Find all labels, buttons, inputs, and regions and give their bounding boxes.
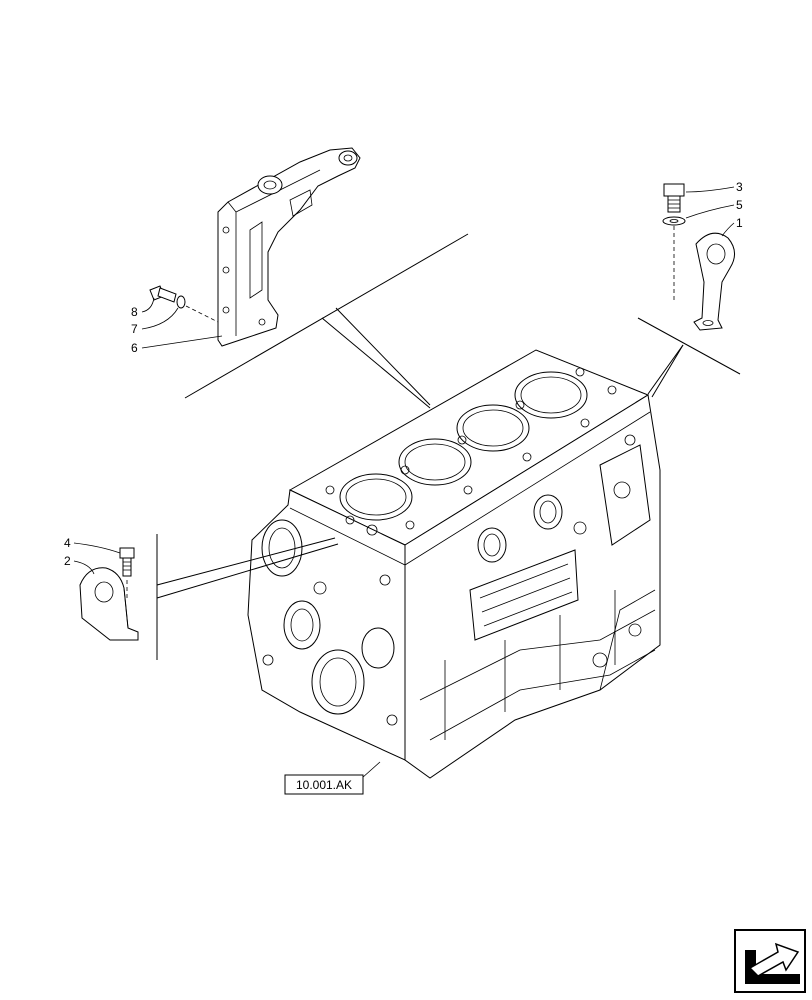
bolt-part-4: [119, 547, 135, 577]
callout-1: 1: [736, 216, 743, 230]
callout-2: 2: [64, 554, 71, 568]
engine-block: [247, 349, 661, 779]
washer-part-5: [662, 216, 686, 226]
bolt-part-8: [149, 285, 177, 303]
bolt-part-3: [663, 183, 685, 213]
callout-3: 3: [736, 180, 743, 194]
callout-leaders: [73, 186, 735, 787]
washer-part-7: [176, 295, 186, 309]
bracket-part-2: [79, 567, 139, 641]
callout-5: 5: [736, 198, 743, 212]
callout-8: 8: [131, 305, 138, 319]
callout-labels: 3 5 1 8 7 6 4 2: [64, 180, 743, 568]
reference-label: 10.001.AK: [296, 778, 352, 792]
lifting-bracket-part-6: [217, 147, 361, 347]
explosion-lines: [156, 233, 741, 660]
callout-7: 7: [131, 322, 138, 336]
next-page-arrow-icon[interactable]: [734, 929, 806, 993]
callout-6: 6: [131, 341, 138, 355]
reference-box[interactable]: 10.001.AK: [284, 774, 364, 795]
callout-4: 4: [64, 536, 71, 550]
eye-bracket-part-1: [693, 232, 735, 331]
